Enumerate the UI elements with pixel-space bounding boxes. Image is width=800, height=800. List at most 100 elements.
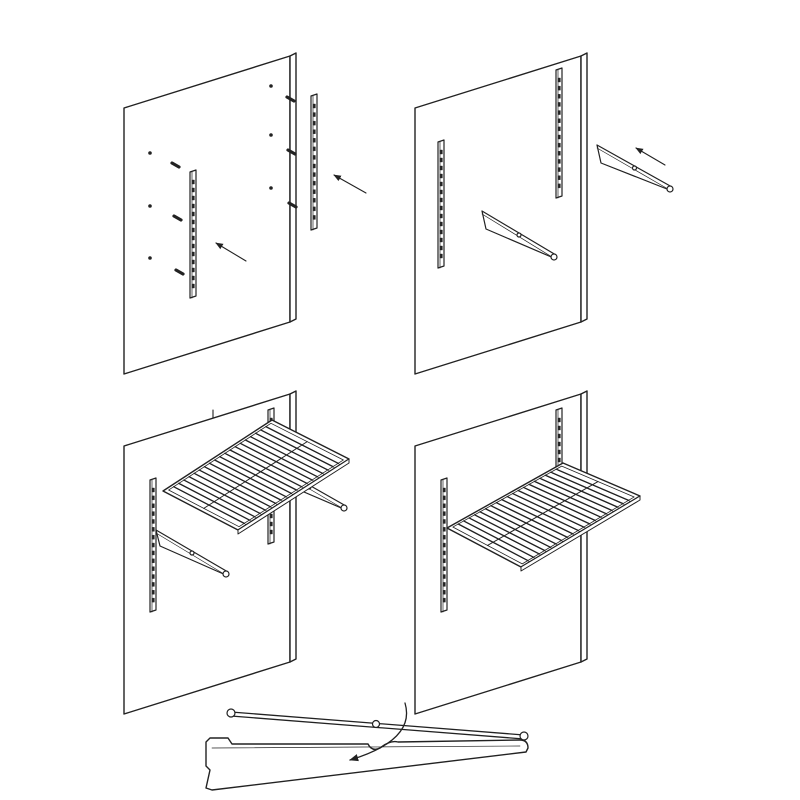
standard-slot (313, 172, 316, 177)
standard-slot (440, 253, 443, 259)
shelf-wire-shadow (226, 454, 299, 492)
screw (172, 214, 183, 222)
standard-slot (443, 542, 446, 548)
panel-edge (580, 52, 588, 323)
standard-slot (191, 275, 195, 281)
shelf-wire-shadow (546, 475, 620, 509)
shelf-wire-shadow (497, 503, 569, 539)
standard-slot (151, 535, 155, 540)
standard-slot (151, 558, 155, 563)
standard-body (189, 169, 197, 299)
shelf-wire-shadow (508, 497, 581, 532)
standard-slot (151, 511, 155, 516)
standard-slot (313, 129, 316, 134)
standard-slot (558, 110, 561, 115)
standard-slot (443, 519, 446, 524)
standard-slot (558, 183, 561, 189)
screw (174, 268, 185, 276)
detail-rod-end-right (519, 731, 529, 741)
panel-face (123, 55, 291, 375)
standard-slot (440, 189, 443, 195)
step3-bracket-left (155, 529, 230, 578)
standard-slot (440, 221, 443, 227)
standard-slot (191, 179, 195, 185)
standard-slot (151, 487, 155, 493)
shelf-wire-shadow (195, 474, 267, 512)
standard-slot (443, 566, 446, 571)
standard-body (310, 93, 318, 231)
standard-slot (313, 120, 316, 126)
standard-slot (191, 195, 195, 201)
shelf-wire-shadow (231, 450, 304, 488)
standard-slot (191, 219, 195, 225)
shelf-wire-shadow (535, 482, 609, 515)
shelf-wire-shadow (557, 469, 631, 502)
standard-slot (440, 197, 443, 203)
shelf-wire-shadow (261, 430, 335, 468)
standard-slot (558, 77, 561, 83)
standard-slot (558, 85, 561, 91)
shelf-wire-shadow (180, 484, 252, 522)
shelf-lip (520, 495, 641, 572)
step1-arrow-left (215, 242, 247, 262)
standard-slot (558, 417, 561, 423)
shelf-wire-shadow (492, 506, 564, 542)
standard-slot (558, 159, 561, 164)
standard-slot (191, 251, 195, 257)
detail-rotation-arrow (349, 702, 408, 762)
standard-slot (151, 527, 155, 532)
standard-slot (191, 187, 195, 193)
standard-slot (443, 503, 446, 508)
standard-body (555, 67, 563, 199)
standard-slot (151, 566, 155, 571)
step2-wall-panel (414, 52, 588, 375)
shelf-inner-frame (168, 422, 344, 528)
pilot-hole (269, 133, 273, 137)
standard-slot (151, 550, 155, 556)
standard-slot (558, 118, 561, 123)
standard-slot (440, 173, 443, 179)
shelf-wire-shadow (241, 444, 314, 482)
step1-wall-panel (123, 52, 297, 375)
pilot-hole (148, 256, 152, 260)
shelf-wire-shadow (246, 440, 320, 478)
standard-slot (313, 112, 316, 117)
step2-arrow-bracket-right (635, 147, 666, 166)
standard-slot (313, 155, 316, 160)
shelf-wire-shadow (486, 509, 558, 546)
standard-slot (151, 590, 155, 595)
standard-slot (558, 167, 561, 172)
standard-slot (440, 213, 443, 219)
panel-edge (289, 52, 297, 323)
screw (286, 148, 297, 156)
shelf-lip (237, 458, 350, 535)
step2-bracket-left (481, 210, 558, 261)
standard-slot (440, 237, 443, 243)
standard-slot (191, 203, 195, 209)
standard-slot (313, 215, 316, 220)
standard-slot (313, 206, 316, 212)
step-1-mount-standards (148, 84, 367, 276)
detail-bracket-profile (205, 737, 529, 791)
shelf-wire-shadow (236, 447, 309, 485)
shelf-wire-shadow (174, 487, 247, 525)
standard-slot (440, 181, 443, 187)
standard-slot (558, 433, 561, 439)
shelf-wire-shadow (205, 467, 278, 505)
shelf-wire-shadow (475, 515, 547, 552)
standard-slot (191, 259, 195, 265)
standard-slot (151, 582, 155, 587)
step4-wire-shelf (446, 462, 641, 572)
standard-body (437, 139, 445, 269)
shelf-wire-shadow (215, 460, 288, 498)
shelf-wire-shadow (513, 494, 586, 529)
standard-slot (151, 495, 155, 501)
standard-slot (313, 180, 316, 186)
bracket-tip (666, 185, 674, 193)
standard-slot (558, 94, 561, 99)
shelf-wire-shadow (267, 427, 341, 465)
shelf-wire-shadow (503, 500, 575, 536)
shelf-wire-shadow (470, 518, 541, 556)
standard-slot (443, 511, 446, 516)
